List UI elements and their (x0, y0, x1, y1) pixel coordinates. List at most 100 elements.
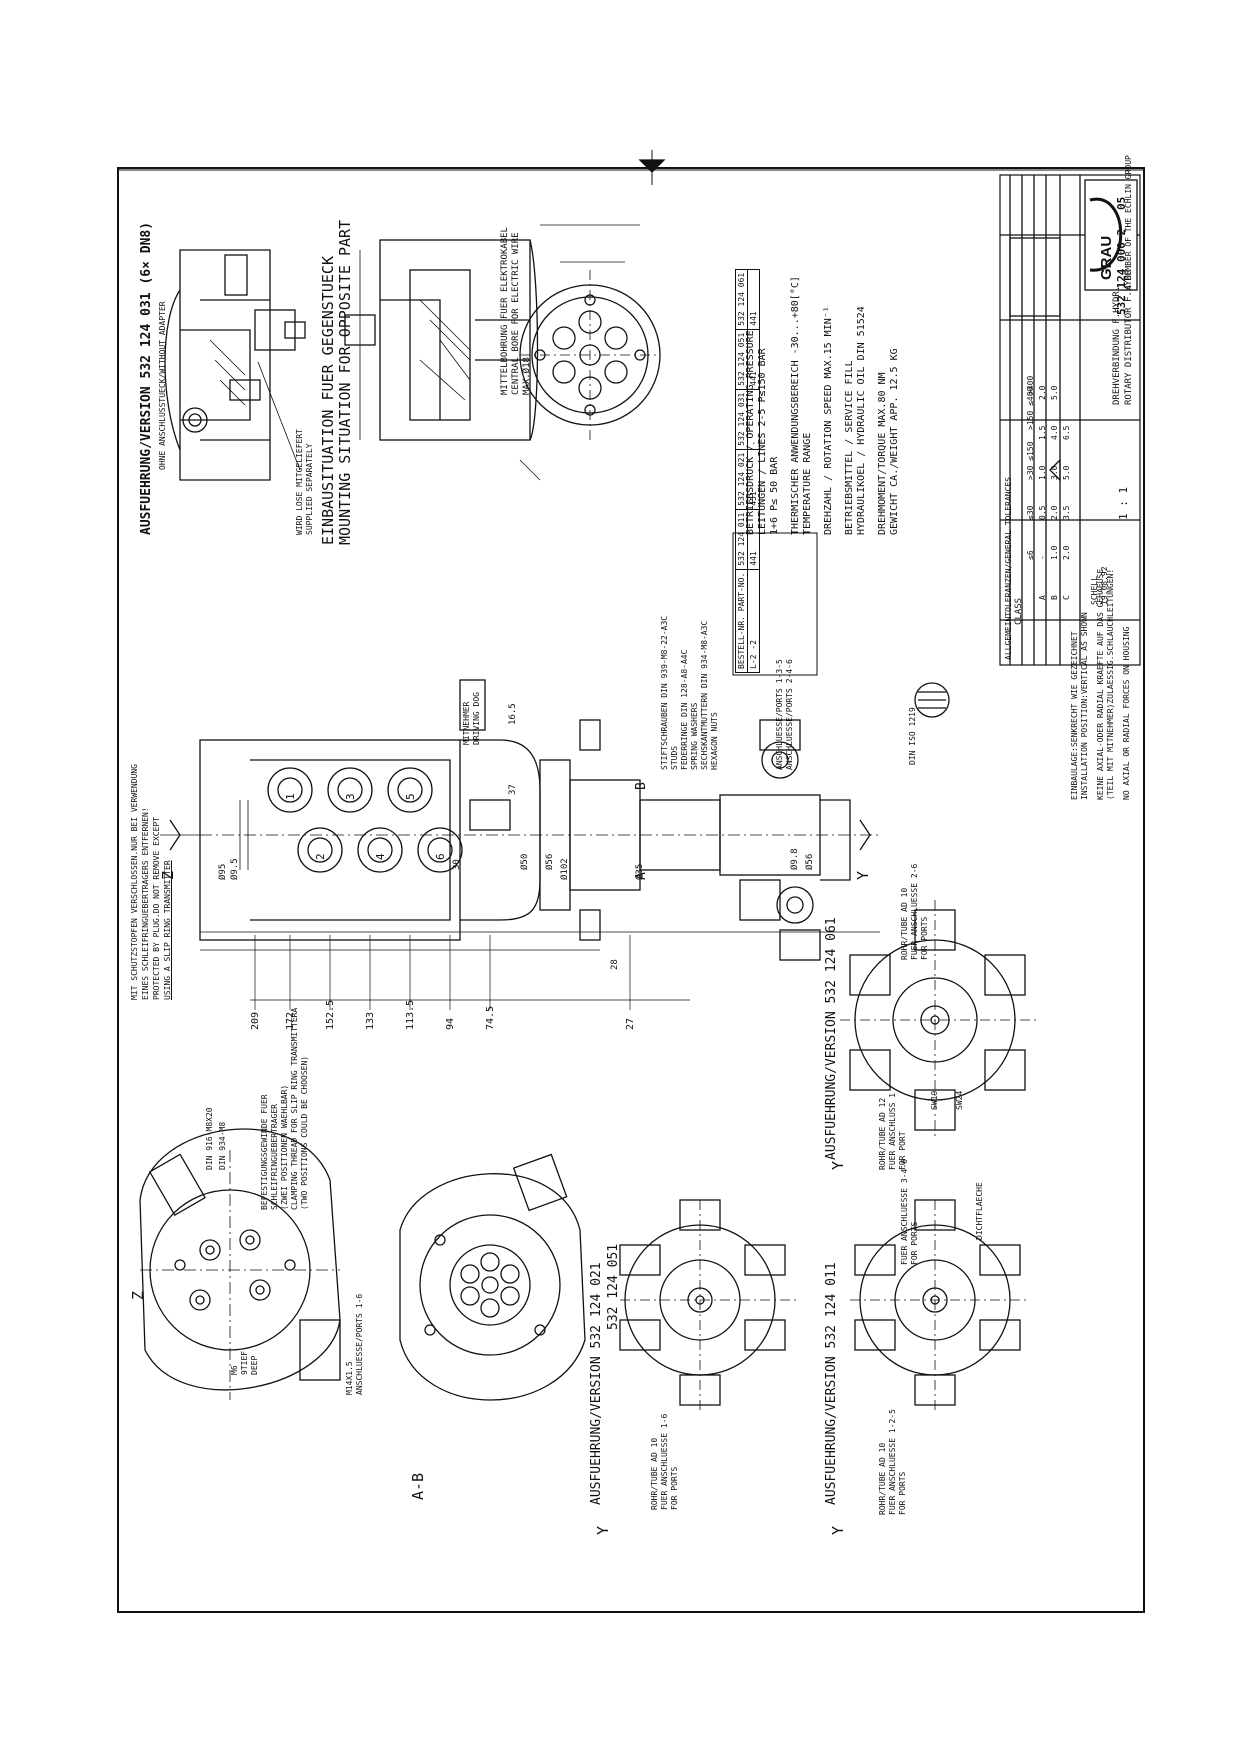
dim-94: 94 (445, 1017, 456, 1030)
dim-d102: Ø102 (560, 858, 570, 880)
tol-row-b-2: 2.0 (1050, 505, 1059, 520)
sw24-label: SW24 (955, 1090, 964, 1110)
central-bore-max: MAX.Ø18 (522, 357, 532, 395)
parts-row-1-l: 441 (747, 509, 760, 570)
version-021: AUSFUEHRUNG/VERSION 532 124 021 (589, 1262, 604, 1505)
tol-row-a-5: 2.0 (1038, 385, 1047, 400)
parts-row-4-no: 532 124 051 (735, 329, 748, 390)
ports-246: ANSCHLUESSE/PORTS 2-4-6 (785, 659, 794, 770)
tol-col-2: ≤30 (1026, 505, 1035, 520)
parts-row-3-no: 532 124 031 (735, 389, 748, 450)
drawing-frame (117, 167, 1145, 1613)
tube-125-b: FUER ANSCHLUESSE 1-2-5 (888, 1409, 897, 1515)
dim-16-5: 16.5 (508, 703, 518, 725)
section-6xdn8 (164, 249, 306, 481)
port-number-2: 2 (314, 853, 327, 860)
ports-346-a: FUER ANSCHLUESSE 3-4-6 (900, 1159, 909, 1265)
dim-d56-b: Ø56 (805, 853, 815, 870)
parts-row-5-no: 532 124 061 (735, 269, 748, 330)
protect-note-3: PROTECTED BY PLUG.DO NOT REMOVE EXCEPT (152, 816, 161, 1000)
section-y-label: Y (854, 870, 872, 880)
tol-col-1: ≤6 (1026, 550, 1035, 560)
dim-133: 133 (365, 1011, 376, 1030)
tol-row-c-class: C (1062, 595, 1071, 600)
iso-symbol (914, 682, 950, 718)
tube-12-a: ROHR/TUBE AD 12 (878, 1097, 887, 1170)
z-view (139, 1128, 341, 1400)
port-number-3: 3 (344, 793, 357, 800)
view-b-label: B (634, 782, 649, 790)
parts-header-l: L-2 -2 (747, 569, 760, 673)
mounting-section (344, 239, 541, 481)
tol-row-b-1: 1.0 (1050, 545, 1059, 560)
dichtflaeche-label: DICHTFLAECHE (975, 1182, 984, 1240)
port-number-5: 5 (404, 793, 417, 800)
section-z-label: Z (159, 870, 177, 880)
tol-row-a-3: 1.0 (1038, 465, 1047, 480)
slipring-note-4: CLAMPING THREAD FOR SLIP RING TRANSMITTE… (290, 1007, 299, 1210)
tube-1-6-a: ROHR/TUBE AD 10 (650, 1437, 659, 1510)
dim-172: 172 (285, 1011, 296, 1030)
dim-37: 37 (508, 784, 518, 795)
company-logo: GRAU (1098, 235, 1115, 280)
dim-d56: Ø56 (545, 853, 555, 870)
version-021-051-view (619, 1199, 800, 1410)
driving-dog-en: DRIVING DOG (472, 692, 481, 745)
tol-row-a-class: A (1038, 595, 1047, 600)
parts-row-4-l: 441 (747, 329, 760, 390)
tube-2-6-b: FUER ANSCHLUESSE 2-6 (910, 863, 919, 960)
tol-row-b-class: B (1050, 595, 1059, 600)
section-z-label-bottom: Z (129, 1290, 147, 1300)
version-011: AUSFUEHRUNG/VERSION 532 124 011 (824, 1262, 839, 1505)
install-3: KEINE AXIAL-ODER RADIAL KRAEFTE AUF DAS … (1096, 568, 1105, 800)
din-iso-label: DIN ISO 1219 (908, 707, 917, 765)
driving-dog-de: MITNEHMER (462, 701, 471, 745)
op-torque: DREHMOMENT/TORQUE MAX.80 NM (877, 372, 888, 535)
din-934-label: DIN 934-M8 (218, 1121, 227, 1170)
tol-row-b-4: 4.0 (1050, 425, 1059, 440)
tube-1-6-b: FUER ANSCHLUESSE 1-6 (660, 1413, 669, 1510)
version-061-view (840, 900, 1040, 1140)
port-number-6: 6 (434, 853, 447, 860)
protect-note-2: EINES SCHLEIFRINGUEBERTRAGERS ENTFERNEN! (141, 807, 150, 1000)
parts-row-2-l: 451 (747, 449, 760, 510)
parts-row-3-l: - (747, 389, 760, 450)
dimension-lines (250, 935, 690, 1010)
version-main-title: AUSFUEHRUNG/VERSION 532 124 031 (6× DN8) (139, 221, 154, 535)
dim-d50: Ø50 (520, 853, 530, 870)
version-011-view (850, 1199, 1030, 1410)
sheet-number: 05 (1115, 196, 1128, 210)
dim-74-5: 74.5 (485, 1005, 496, 1030)
studs-1: STIFTSCHRAUBEN DIN 939-M8-22-A3C (660, 615, 669, 770)
op-lines-16: 1+6 P≤ 50 BAR (769, 456, 780, 535)
tube-2-6-c: FOR PORTS (920, 916, 929, 960)
install-2: INSTALLATION POSITION:VERTICAL AS SHOWN (1080, 612, 1089, 800)
tol-col-5: >400 (1026, 375, 1035, 395)
port-thread: M14X1.5 (345, 1361, 354, 1395)
protect-note-1: MIT SCHUTZSTOPFEN VERSCHLOSSEN.NUR BEI V… (130, 763, 139, 1000)
op-thermal: THERMISCHER ANWENDUNGSBEREICH -30...+80[… (790, 276, 801, 535)
slipring-note-2: SCHLEIFRINGUEBERTRAGER (270, 1104, 279, 1210)
op-speed: DREHZAHL / ROTATION SPEED MAX.15 MIN⁻¹ (823, 306, 834, 535)
central-bore-en: CENTRAL BORE FOR ELECTRIC WIRE (511, 232, 521, 395)
op-weight: GEWICHT CA./WEIGHT APP. 12.5 KG (889, 348, 900, 535)
slipring-note-3: (ZWEI POSITIONEN WAEHLBAR) (280, 1084, 289, 1210)
ports-346-b: FOR PORTS (910, 1221, 919, 1265)
version-051: 532 124 051 (606, 1243, 621, 1330)
op-service-fill: BETRIEBSMITTEL / SERVICE FILL (844, 360, 855, 535)
dim-28: 28 (610, 959, 620, 970)
section-y-label-021: Y (594, 1525, 612, 1535)
studs-6: HEXAGON NUTS (710, 712, 719, 770)
flange-pattern (519, 224, 661, 440)
tube-125-c: FOR PORTS (898, 1471, 907, 1515)
section-y-label-061: Y (829, 1160, 847, 1170)
tol-row-c-1: 2.0 (1062, 545, 1071, 560)
tolerances-class: CLASS (1014, 597, 1024, 625)
op-hydraulic-oil: HYDRAULIKOEL / HYDRAULIC OIL DIN 51524 (856, 306, 867, 535)
tol-row-a-1: - (1038, 555, 1047, 560)
parts-row-2-no: 532 124 021 (735, 449, 748, 510)
tol-row-a-4: 1.5 (1038, 425, 1047, 440)
tol-row-c-2: 3.5 (1062, 505, 1071, 520)
m6-label: M6 (230, 1365, 239, 1375)
